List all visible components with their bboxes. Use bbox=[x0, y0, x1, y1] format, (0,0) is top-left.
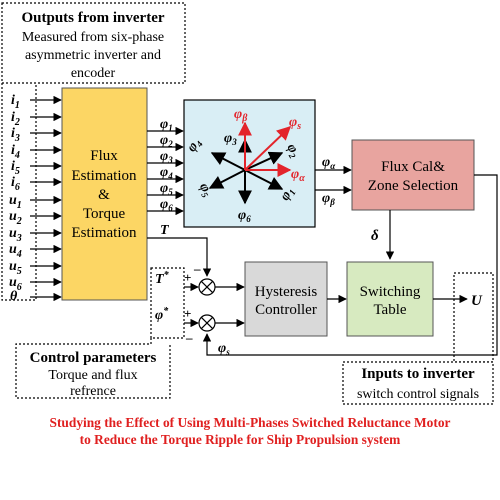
torque-plus-sign: + bbox=[184, 270, 191, 285]
phi3-label: φ3 bbox=[160, 149, 173, 165]
phi-output-labels: φ1 φ2 φ3 φ4 φ5 φ6 bbox=[160, 117, 173, 213]
switching-line1: Switching bbox=[360, 284, 421, 300]
flux-plus-sign: + bbox=[184, 306, 191, 321]
torque-minus-sign: – bbox=[193, 261, 201, 276]
vector-arrows-black bbox=[208, 138, 284, 205]
torque-label: T bbox=[160, 223, 170, 238]
inputs-dotted-frame bbox=[1, 83, 37, 301]
torque-summing-junction bbox=[198, 278, 216, 296]
flux-estimation-block bbox=[61, 87, 148, 301]
sign-labels: + – + – bbox=[184, 261, 201, 345]
vector-arrows-red bbox=[238, 121, 292, 177]
output-u-label: U bbox=[471, 293, 483, 309]
control-params-line2: refrence bbox=[70, 384, 116, 399]
vector-phi-beta: φβ bbox=[234, 107, 248, 124]
phi4-label: φ4 bbox=[160, 165, 173, 181]
hysteresis-line2: Controller bbox=[255, 302, 317, 318]
control-params-line1: Torque and flux bbox=[48, 368, 137, 383]
outputs-box-line2: asymmetric inverter and bbox=[25, 48, 161, 63]
input-i1: i1 bbox=[11, 93, 20, 111]
vector-phi6: φ6 bbox=[238, 208, 251, 224]
flux-vector-diagram bbox=[183, 99, 316, 228]
flux-cal-zone-selection-block bbox=[351, 139, 475, 211]
flux-summing-junction bbox=[198, 314, 216, 332]
input-i3: i3 bbox=[11, 126, 20, 144]
flux-cal-line2: Zone Selection bbox=[368, 178, 459, 194]
flux-est-line3: & bbox=[98, 187, 110, 203]
input-arrows bbox=[30, 95, 62, 302]
phi2-label: φ2 bbox=[160, 133, 173, 149]
input-theta: θ bbox=[10, 289, 18, 304]
alpha-beta-labels: φα φβ bbox=[322, 155, 336, 207]
flux-reference-label: φ* bbox=[155, 306, 169, 323]
phi6-label: φ6 bbox=[160, 197, 173, 213]
input-u1: u1 bbox=[9, 193, 22, 211]
input-u4: u4 bbox=[9, 242, 22, 260]
phi5-label: φ5 bbox=[160, 181, 173, 197]
flux-estimation-label: Flux Estimation & Torque Estimation bbox=[72, 148, 137, 241]
flux-cal-line1: Flux Cal& bbox=[381, 159, 445, 175]
caption-line2: to Reduce the Torque Ripple for Ship Pro… bbox=[80, 432, 401, 447]
outputs-box-title: Outputs from inverter bbox=[21, 10, 164, 26]
flux-est-line4: Torque bbox=[83, 206, 126, 222]
torque-reference-label: T* bbox=[155, 270, 170, 287]
flux-minus-sign: – bbox=[185, 330, 193, 345]
inputs-to-inverter-frame bbox=[453, 272, 494, 363]
switching-table-block bbox=[346, 261, 434, 337]
phi-s-feedback-line bbox=[202, 174, 498, 356]
alpha-beta-arrows bbox=[315, 165, 352, 195]
input-u2: u2 bbox=[9, 209, 22, 227]
torque-feedback-line bbox=[147, 237, 212, 277]
input-i4: i4 bbox=[11, 143, 20, 161]
phi1-label: φ1 bbox=[160, 117, 173, 133]
phi-alpha-label: φα bbox=[322, 155, 336, 171]
switching-line2: Table bbox=[373, 302, 406, 318]
phi-beta-label: φβ bbox=[322, 191, 335, 207]
outputs-box-line1: Measured from six-phase bbox=[22, 30, 164, 45]
inputs-to-inverter-box bbox=[342, 361, 494, 405]
input-u6: u6 bbox=[9, 275, 22, 293]
flux-est-line5: Estimation bbox=[72, 225, 137, 241]
flux-est-line1: Flux bbox=[90, 148, 118, 164]
hysteresis-line1: Hysteresis bbox=[255, 284, 318, 300]
input-u3: u3 bbox=[9, 226, 22, 244]
vector-labels-black: φ3 φ4 φ2 φ5 φ1 φ6 bbox=[184, 131, 300, 224]
vector-phi-s: φs bbox=[289, 115, 301, 132]
hysteresis-controller-block bbox=[244, 261, 328, 337]
caption-line1: Studying the Effect of Using Multi-Phase… bbox=[50, 415, 451, 430]
control-params-title: Control parameters bbox=[30, 350, 157, 366]
control-parameters-box bbox=[150, 267, 185, 339]
input-u5: u5 bbox=[9, 259, 22, 277]
inputs-to-inverter-title: Inputs to inverter bbox=[361, 366, 475, 382]
phi-s-feedback-label: φs bbox=[218, 341, 230, 357]
outputs-from-inverter-box bbox=[1, 2, 186, 84]
phi-output-arrows bbox=[147, 126, 184, 216]
inputs-to-inverter-line1: switch control signals bbox=[357, 387, 479, 402]
delta-label: δ bbox=[371, 228, 379, 244]
input-i2: i2 bbox=[11, 110, 20, 128]
input-i5: i5 bbox=[11, 159, 20, 177]
vector-phi3: φ3 bbox=[224, 131, 237, 147]
vector-phi-alpha: φα bbox=[291, 167, 305, 184]
outputs-box-line3: encoder bbox=[71, 66, 116, 81]
input-i6: i6 bbox=[11, 175, 20, 193]
vector-labels-red: φβ φs φα bbox=[234, 107, 305, 184]
flux-est-line2: Estimation bbox=[72, 168, 137, 184]
control-parameters-frame bbox=[15, 338, 171, 399]
input-labels: i1 i2 i3 i4 i5 i6 u1 u2 u3 u4 u5 u6 θ bbox=[9, 93, 22, 304]
